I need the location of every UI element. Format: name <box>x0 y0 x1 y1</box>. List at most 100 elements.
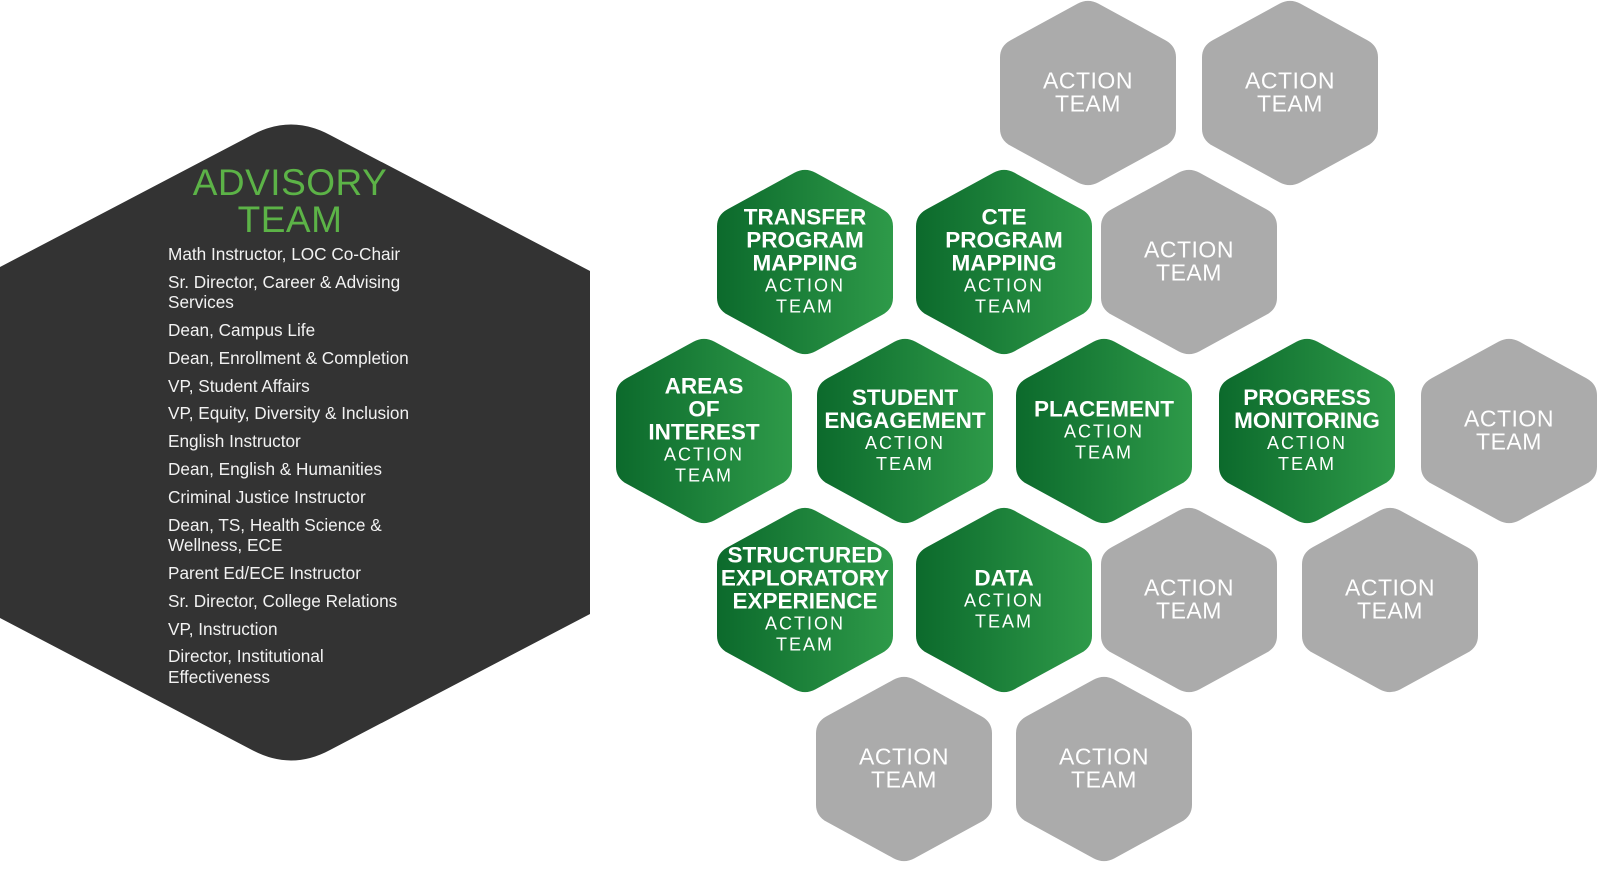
hex-gray-4-title-line: TEAM <box>1476 429 1542 455</box>
hex-structured-exploratory-shape <box>717 507 893 693</box>
hex-student-engagement-subtitle-line: ACTION <box>864 433 945 454</box>
hex-transfer-shape <box>717 169 893 355</box>
hex-placement-subtitle-line: ACTION <box>1063 421 1144 442</box>
hex-gray-6-title-line: TEAM <box>1357 598 1423 624</box>
hex-transfer-subtitle-line: TEAM <box>775 296 834 317</box>
hex-structured-exploratory-title-line: STRUCTURED <box>727 542 883 568</box>
hex-placement-shape <box>1016 338 1192 524</box>
advisory-member: VP, Instruction <box>168 618 278 639</box>
advisory-member: Parent Ed/ECE Instructor <box>168 562 361 583</box>
advisory-title-line-2: TEAM <box>237 199 343 240</box>
hex-gray-5-shape <box>1101 507 1277 693</box>
advisory-member: English Instructor <box>168 431 301 452</box>
advisory-member: VP, Equity, Diversity & Inclusion <box>168 403 410 424</box>
hex-progress-monitoring-subtitle-line: TEAM <box>1277 453 1336 474</box>
hex-gray-5-title-line: TEAM <box>1156 598 1222 624</box>
hex-placement-title-line: PLACEMENT <box>1034 396 1174 422</box>
hex-areas-of-interest-shape <box>616 338 792 524</box>
hex-cte-title-line: MAPPING <box>951 250 1057 276</box>
hex-student-engagement-shape <box>817 338 993 524</box>
hex-areas-of-interest-title-line: OF <box>688 396 720 422</box>
advisory-member: Dean, English & Humanities <box>168 459 382 480</box>
hex-cte-subtitle-line: ACTION <box>963 275 1044 296</box>
hex-cte-title-line: PROGRAM <box>945 227 1063 253</box>
advisory-member: Math Instructor, LOC Co-Chair <box>168 244 401 264</box>
advisory-member: Criminal Justice Instructor <box>168 486 366 507</box>
hex-gray-7-title-line: TEAM <box>871 767 937 793</box>
hex-data-subtitle-line: ACTION <box>963 590 1044 611</box>
hex-cte-subtitle-line: TEAM <box>974 296 1033 317</box>
advisory-team-title: ADVISORY TEAM <box>155 164 425 238</box>
hex-areas-of-interest-title-line: INTEREST <box>648 419 760 445</box>
hex-structured-exploratory-subtitle-line: TEAM <box>775 634 834 655</box>
advisory-team-hexagon <box>0 124 590 761</box>
hex-areas-of-interest-title-line: AREAS <box>664 373 744 399</box>
advisory-member-list: Math Instructor, LOC Co-Chair Sr. Direct… <box>168 244 430 695</box>
hex-areas-of-interest-subtitle-line: ACTION <box>663 444 744 465</box>
advisory-member: VP, Student Affairs <box>168 375 310 396</box>
hex-data-shape <box>916 507 1092 693</box>
advisory-member: Dean, Enrollment & Completion <box>168 347 409 368</box>
hex-gray-3-shape <box>1101 169 1277 355</box>
hex-gray-5-title-line: ACTION <box>1144 574 1234 601</box>
hex-structured-exploratory-subtitle-line: ACTION <box>764 613 845 634</box>
hex-progress-monitoring-title-line: MONITORING <box>1234 408 1380 434</box>
hex-gray-7-title-line: ACTION <box>859 743 949 770</box>
hex-progress-monitoring-subtitle-line: ACTION <box>1266 433 1347 454</box>
hex-student-engagement-title-line: ENGAGEMENT <box>824 408 986 434</box>
hex-student-engagement-subtitle-line: TEAM <box>875 453 934 474</box>
hex-progress-monitoring-shape <box>1219 338 1395 524</box>
hex-structured-exploratory-title-line: EXPERIENCE <box>732 588 878 614</box>
advisory-member: Sr. Director, College Relations <box>168 590 398 611</box>
hex-gray-1-title-line: TEAM <box>1055 91 1121 117</box>
hex-gray-7-shape <box>816 676 992 862</box>
hex-transfer-title-line: PROGRAM <box>746 227 864 253</box>
advisory-member: Dean, Campus Life <box>168 320 316 341</box>
hex-placement-subtitle-line: TEAM <box>1074 442 1133 463</box>
hex-cte-title-line: CTE <box>981 204 1027 230</box>
advisory-title-line-1: ADVISORY <box>192 162 388 203</box>
advisory-member: Dean, TS, Health Science & Wellness, ECE <box>168 514 382 556</box>
hex-gray-2-title-line: ACTION <box>1245 67 1335 94</box>
hex-student-engagement-title-line: STUDENT <box>851 385 959 411</box>
hex-transfer-title-line: MAPPING <box>752 250 858 276</box>
hex-data-subtitle-line: TEAM <box>974 611 1033 632</box>
hex-gray-6-title-line: ACTION <box>1345 574 1435 601</box>
hex-gray-3-title-line: TEAM <box>1156 260 1222 286</box>
hex-areas-of-interest-subtitle-line: TEAM <box>674 465 733 486</box>
hex-gray-8-title-line: TEAM <box>1071 767 1137 793</box>
hex-gray-8-title-line: ACTION <box>1059 743 1149 770</box>
hex-progress-monitoring-title-line: PROGRESS <box>1243 385 1371 411</box>
hex-gray-8-shape <box>1016 676 1192 862</box>
hex-gray-2-title-line: TEAM <box>1257 91 1323 117</box>
hex-gray-3-title-line: ACTION <box>1144 236 1234 263</box>
hex-gray-1-shape <box>1000 0 1176 186</box>
hex-gray-6-shape <box>1302 507 1478 693</box>
hex-gray-4-title-line: ACTION <box>1464 405 1554 432</box>
hex-gray-1-title-line: ACTION <box>1043 67 1133 94</box>
advisory-member: Sr. Director, Career & Advising Services <box>168 271 401 313</box>
hex-gray-2-shape <box>1202 0 1378 186</box>
hex-gray-4-shape <box>1421 338 1597 524</box>
hex-cte-shape <box>916 169 1092 355</box>
hex-transfer-title-line: TRANSFER <box>743 204 867 230</box>
hex-transfer-subtitle-line: ACTION <box>764 275 845 296</box>
hex-data-title-line: DATA <box>974 565 1034 591</box>
